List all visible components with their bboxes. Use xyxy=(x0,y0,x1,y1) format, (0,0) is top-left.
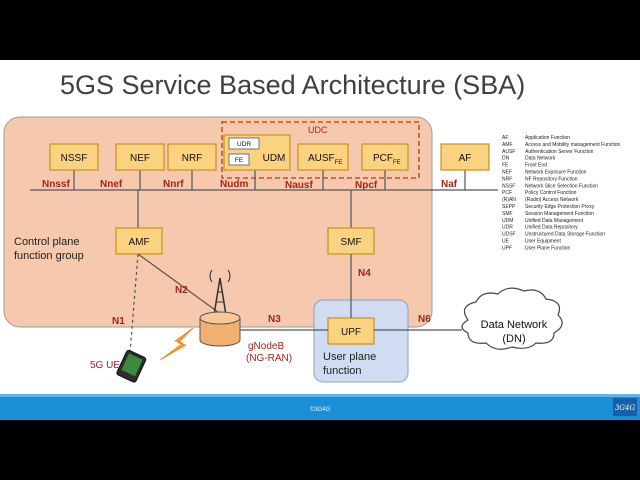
control-plane-label-line1: Control plane xyxy=(14,236,79,248)
glossary-abbr: AUSF xyxy=(502,149,515,155)
ausf-label: AUSFFE xyxy=(308,153,342,166)
glossary-definition: Security Edge Protection Proxy xyxy=(525,204,595,210)
glossary-definition: Unified Data Management xyxy=(525,218,584,224)
pcf-box xyxy=(361,143,409,171)
n3-label: N3 xyxy=(268,314,281,325)
n1-link xyxy=(129,253,139,354)
user-plane-label-line1: User plane xyxy=(323,351,376,363)
glossary-definition: Authentication Server Function xyxy=(525,149,594,155)
nef-box xyxy=(115,143,165,171)
glossary-abbr: SEPP xyxy=(502,204,516,210)
glossary-definition: Access and Mobility management Function xyxy=(525,142,621,148)
ausf-sub: FE xyxy=(335,160,343,166)
npcf-label: Npcf xyxy=(355,180,378,191)
nssf-box xyxy=(49,143,99,171)
footer-logo: 3G4G xyxy=(615,404,635,412)
pcf-sub: FE xyxy=(393,160,401,166)
glossary-abbr: DN xyxy=(502,156,510,162)
n4-label: N4 xyxy=(358,268,371,279)
af-box xyxy=(440,143,490,171)
nnssf-label: Nnssf xyxy=(42,179,70,190)
dn-label-line2: (DN) xyxy=(502,333,525,345)
fe-box xyxy=(228,153,250,166)
control-plane-label-line2: function group xyxy=(14,250,84,262)
architecture-diagram: 5GS Service Based Architecture (SBA) Con… xyxy=(0,70,640,420)
pcf-main: PCF xyxy=(373,153,393,164)
glossary-abbr: PCF xyxy=(502,190,512,196)
ue-phone-icon xyxy=(116,349,147,383)
nrf-box xyxy=(167,143,217,171)
udr-label: UDR xyxy=(237,141,251,148)
nrf-label: NRF xyxy=(182,153,203,164)
glossary-abbr: UDM xyxy=(502,218,513,224)
glossary-abbr: NSSF xyxy=(502,183,515,189)
glossary-definition: Network Exposure Function xyxy=(525,170,587,176)
ausf-box xyxy=(297,143,349,171)
glossary-abbr: NEF xyxy=(502,170,512,176)
udc-label: UDC xyxy=(308,125,328,135)
glossary-abbr: NRF xyxy=(502,176,512,182)
nef-label: NEF xyxy=(130,153,150,164)
udm-label: UDM xyxy=(263,153,286,164)
glossary-definition: (Radio) Access Network xyxy=(525,197,579,203)
glossary-definition: Unstructured Data Storage Function xyxy=(525,232,605,238)
glossary-definition: Session Management Function xyxy=(525,211,594,217)
slide: 5GS Service Based Architecture (SBA) Con… xyxy=(0,60,640,420)
af-label: AF xyxy=(459,153,472,164)
glossary-abbr: AF xyxy=(502,135,508,141)
glossary-definition: Unified Data Repository xyxy=(525,225,578,231)
glossary-definition: NF Repository Function xyxy=(525,176,578,182)
glossary-abbr: SMF xyxy=(502,211,513,217)
glossary-abbr: FE xyxy=(502,163,509,169)
glossary-abbr: UDSF xyxy=(502,232,516,238)
nausf-label: Nausf xyxy=(285,180,313,191)
amf-box xyxy=(115,227,163,255)
footer-highlight xyxy=(0,394,640,397)
nnef-label: Nnef xyxy=(100,179,123,190)
udr-box xyxy=(228,137,260,150)
nudm-label: Nudm xyxy=(220,179,248,190)
upf-label: UPF xyxy=(341,327,361,338)
glossary-definition: User Plane Function xyxy=(525,245,571,251)
ausf-main: AUSF xyxy=(308,153,335,164)
n2-link xyxy=(137,253,219,313)
data-network-cloud-icon xyxy=(461,287,563,350)
n6-label: N6 xyxy=(418,314,431,325)
fe-label: FE xyxy=(235,157,244,164)
ue-label: 5G UE xyxy=(90,360,120,371)
dn-label-line1: Data Network xyxy=(481,319,548,331)
n2-label: N2 xyxy=(175,285,188,296)
udc-boundary xyxy=(221,121,420,179)
gnodeb-label-line1: gNodeB xyxy=(248,341,284,352)
nssf-label: NSSF xyxy=(61,153,88,164)
glossary-abbr: UE xyxy=(502,239,510,245)
glossary-definition: User Equipment xyxy=(525,239,561,245)
glossary-definition: Network Slice Selection Function xyxy=(525,183,598,189)
footer-copyright: ©3G4G xyxy=(310,406,331,413)
amf-label: AMF xyxy=(128,237,149,248)
glossary-abbr: UPF xyxy=(502,245,512,251)
smf-label: SMF xyxy=(340,237,361,248)
radio-link-bolt-icon xyxy=(159,327,194,361)
glossary-abbr: (R)AN xyxy=(502,197,516,203)
gnodeb-label-line2: (NG-RAN) xyxy=(246,353,292,364)
glossary-definition: Policy Control Function xyxy=(525,190,577,196)
footer-bar xyxy=(0,394,640,420)
glossary-definition: Data Network xyxy=(525,156,556,162)
naf-label: Naf xyxy=(441,179,458,190)
n1-label: N1 xyxy=(112,316,125,327)
slide-title: 5GS Service Based Architecture (SBA) xyxy=(60,70,525,100)
user-plane-label-line2: function xyxy=(323,365,362,377)
glossary-definition: Application Function xyxy=(525,135,570,141)
glossary-abbr: UDR xyxy=(502,225,513,231)
smf-box xyxy=(327,227,375,255)
pcf-label: PCFFE xyxy=(373,153,401,166)
glossary-abbr: AMF xyxy=(502,142,513,148)
bus-connectors xyxy=(73,170,466,228)
footer-logo-box xyxy=(613,398,637,416)
glossary-definition: Front End xyxy=(525,163,547,169)
nnrf-label: Nnrf xyxy=(163,179,184,190)
gnodeb-icon xyxy=(199,269,241,347)
